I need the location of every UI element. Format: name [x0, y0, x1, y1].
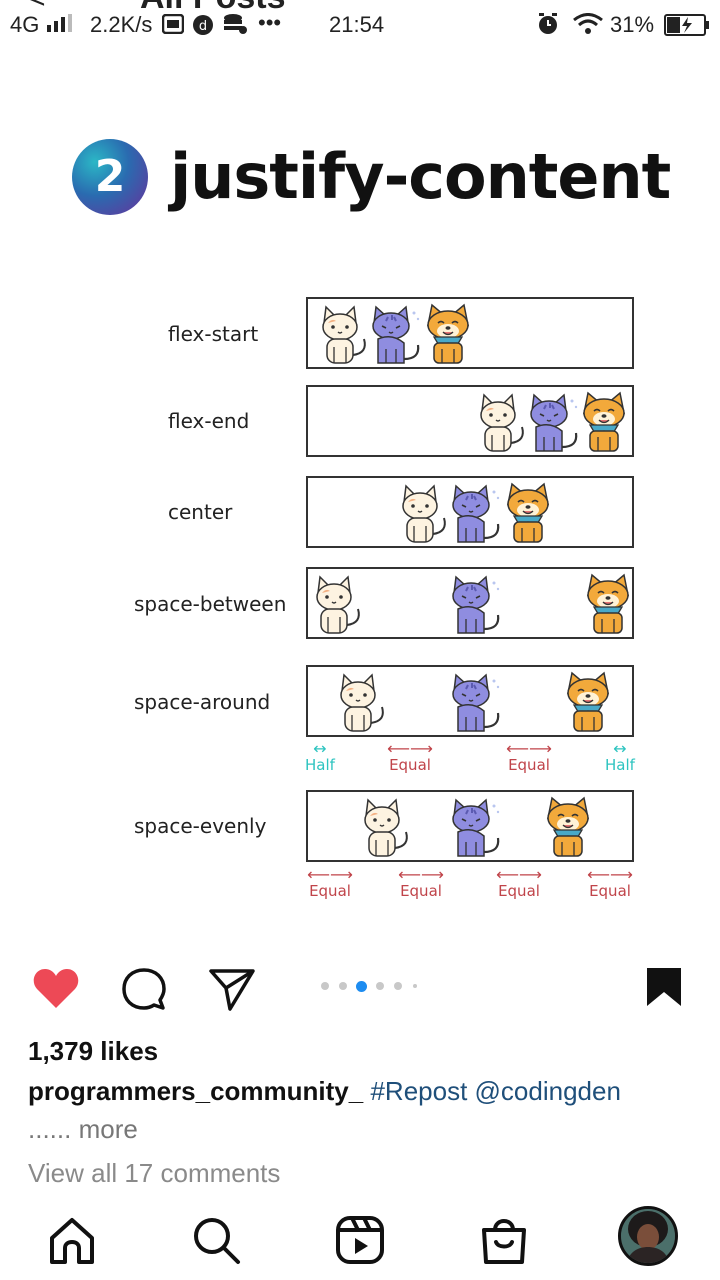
gap-equal: ⟵⟶Equal — [496, 865, 542, 901]
more-link[interactable]: more — [78, 1114, 138, 1144]
profile-avatar[interactable] — [618, 1206, 678, 1266]
cream-cat-icon — [322, 306, 366, 364]
page-title: All Posts — [140, 0, 285, 17]
data-saver-icon — [222, 13, 248, 41]
cream-cat-icon — [364, 799, 408, 857]
caption-more[interactable]: ...... more — [28, 1114, 138, 1145]
more-status-icon: ••• — [258, 10, 282, 35]
search-icon[interactable] — [188, 1212, 244, 1268]
carousel-dot — [376, 982, 384, 990]
purple-cat-icon — [451, 798, 501, 858]
battery-percent: 31% — [610, 12, 655, 37]
label-space-between: space-between — [134, 592, 287, 616]
space-around-container — [306, 665, 634, 737]
status-bar: < All Posts 4G 2.2K/s d ••• 21:54 31% — [0, 0, 720, 50]
battery-icon — [664, 14, 710, 42]
bookmark-icon[interactable] — [644, 966, 684, 1008]
post-action-bar — [0, 960, 720, 1020]
home-icon[interactable] — [44, 1212, 100, 1268]
gap-equal: ⟵⟶Equal — [587, 865, 633, 901]
space-evenly-container — [306, 790, 634, 862]
space-between-container — [306, 567, 634, 639]
post-heading: justify-content — [170, 140, 671, 213]
bottom-navigation — [0, 1200, 720, 1280]
cream-cat-icon — [480, 394, 524, 452]
svg-text:d: d — [199, 19, 207, 34]
view-comments-link[interactable]: View all 17 comments — [28, 1158, 281, 1188]
shiba-dog-icon — [567, 672, 609, 732]
back-arrow-icon[interactable]: < — [28, 0, 46, 16]
purple-cat-icon — [371, 305, 421, 365]
label-flex-end: flex-end — [168, 409, 250, 433]
shiba-dog-icon — [587, 574, 629, 634]
gap-half-left: ↔Half — [305, 739, 335, 775]
network-type: 4G — [10, 12, 40, 37]
post-username[interactable]: programmers_community_ — [28, 1076, 364, 1106]
heart-icon[interactable] — [32, 966, 80, 1010]
label-space-evenly: space-evenly — [134, 814, 267, 838]
carousel-dot — [413, 984, 417, 988]
cream-cat-icon — [316, 576, 360, 634]
label-space-around: space-around — [134, 690, 271, 714]
network-speed: 2.2K/s — [90, 12, 153, 37]
flex-start-container — [306, 297, 634, 369]
shiba-dog-icon — [583, 392, 625, 452]
carousel-dot — [394, 982, 402, 990]
likes-count[interactable]: 1,379 likes — [28, 1036, 159, 1066]
alarm-icon — [536, 12, 560, 42]
label-center: center — [168, 500, 233, 524]
send-icon[interactable] — [208, 966, 256, 1012]
gap-equal: ⟵⟶Equal — [506, 739, 552, 775]
flex-end-container — [306, 385, 634, 457]
shiba-dog-icon — [507, 483, 549, 543]
gap-equal: ⟵⟶Equal — [307, 865, 353, 901]
clock-time: 21:54 — [329, 12, 385, 37]
cream-cat-icon — [402, 485, 446, 543]
center-container — [306, 476, 634, 548]
comment-icon[interactable] — [120, 966, 168, 1014]
purple-cat-icon — [451, 673, 501, 733]
shiba-dog-icon — [547, 797, 589, 857]
signal-icon — [46, 13, 74, 39]
cream-cat-icon — [340, 674, 384, 732]
caption-ellipsis: ...... — [28, 1114, 72, 1144]
d-app-icon: d — [192, 14, 214, 42]
gallery-icon — [161, 13, 185, 40]
profile-avatar-image — [621, 1209, 675, 1263]
wifi-icon — [572, 13, 604, 41]
purple-cat-icon — [529, 393, 579, 453]
purple-cat-icon — [451, 575, 501, 635]
label-flex-start: flex-start — [168, 322, 259, 346]
carousel-dot-active — [356, 981, 367, 992]
carousel-dot — [321, 982, 329, 990]
gap-equal: ⟵⟶Equal — [387, 739, 433, 775]
step-number-badge: 2 — [72, 139, 148, 215]
shop-icon[interactable] — [476, 1212, 532, 1268]
reels-icon[interactable] — [332, 1212, 388, 1268]
gap-half-right: ↔Half — [605, 739, 635, 775]
shiba-dog-icon — [427, 304, 469, 364]
gap-equal: ⟵⟶Equal — [398, 865, 444, 901]
post-caption: programmers_community_ #Repost @codingde… — [28, 1076, 621, 1107]
carousel-dot — [339, 982, 347, 990]
caption-tags[interactable]: #Repost @codingden — [370, 1076, 621, 1106]
purple-cat-icon — [451, 484, 501, 544]
